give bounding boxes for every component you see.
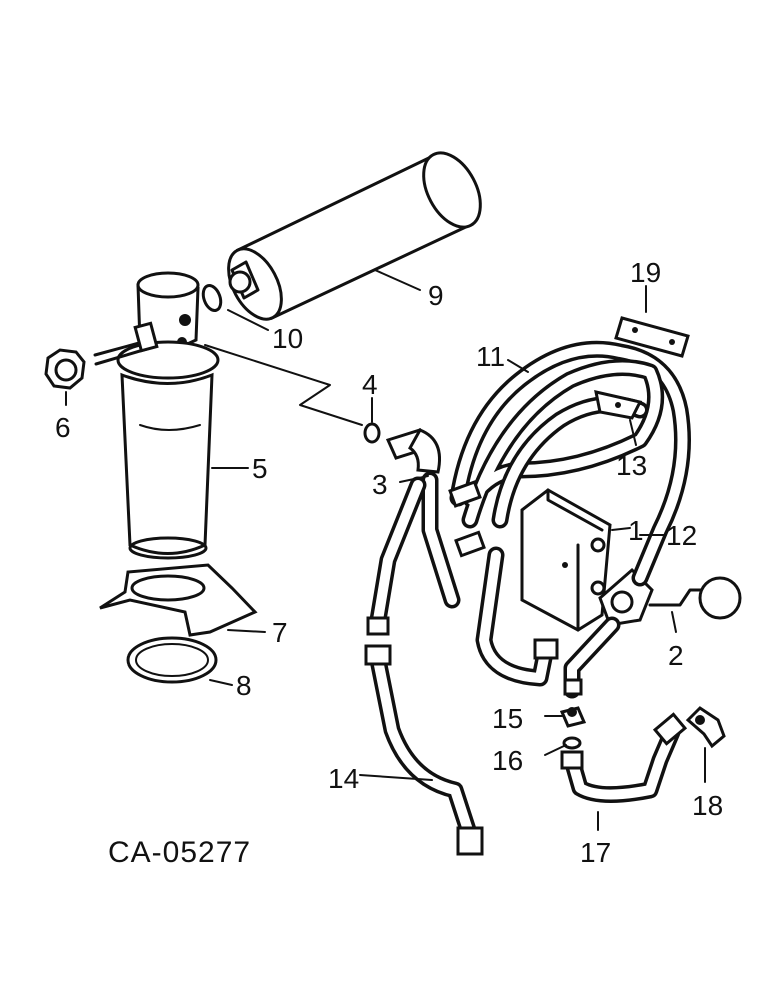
part-18-elbow	[685, 706, 726, 749]
callout-6: 6	[55, 412, 71, 443]
part-2-lever	[598, 567, 742, 627]
part-17-pipe	[560, 712, 688, 804]
callout-16: 16	[492, 745, 523, 776]
leader-housing-4	[204, 344, 363, 426]
hose-group	[366, 340, 691, 699]
part-5-filter-housing	[116, 271, 220, 560]
callout-12: 12	[666, 520, 697, 551]
callout-11: 11	[476, 341, 505, 372]
callout-15: 15	[492, 703, 523, 734]
callout-14: 14	[328, 763, 359, 794]
callout-5: 5	[252, 453, 268, 484]
part-8-seal-ring	[126, 636, 218, 684]
leader-lines	[65, 269, 706, 831]
callout-18: 18	[692, 790, 723, 821]
callout-8: 8	[236, 670, 252, 701]
part-10-oring	[201, 283, 223, 313]
callout-1: 1	[628, 515, 644, 546]
callout-4: 4	[362, 369, 378, 400]
part-1-valve-block	[520, 488, 612, 632]
part-16-washer	[562, 736, 582, 750]
part-9-canister	[227, 151, 482, 321]
callout-13: 13	[616, 450, 647, 481]
part-13-clip	[594, 390, 643, 420]
part-15-fitting	[559, 706, 587, 728]
part-14-tube	[364, 644, 484, 856]
callout-17: 17	[580, 837, 611, 868]
part-4-oring	[363, 422, 381, 444]
callout-3: 3	[372, 469, 388, 500]
callout-9: 9	[428, 280, 444, 311]
part-19-plate	[614, 316, 690, 358]
part-6-knob	[44, 321, 159, 390]
callout-10: 10	[272, 323, 303, 354]
callout-19: 19	[630, 257, 661, 288]
callout-7: 7	[272, 617, 288, 648]
diagram-code: CA-05277	[108, 836, 251, 869]
part-7-bracket	[99, 563, 258, 637]
callout-2: 2	[668, 640, 684, 671]
callout-labels: 1 2 3 4 5 6 7 8 9 10 11 12 13 14 15 16 1…	[55, 257, 723, 869]
part-3-elbow	[385, 428, 441, 474]
